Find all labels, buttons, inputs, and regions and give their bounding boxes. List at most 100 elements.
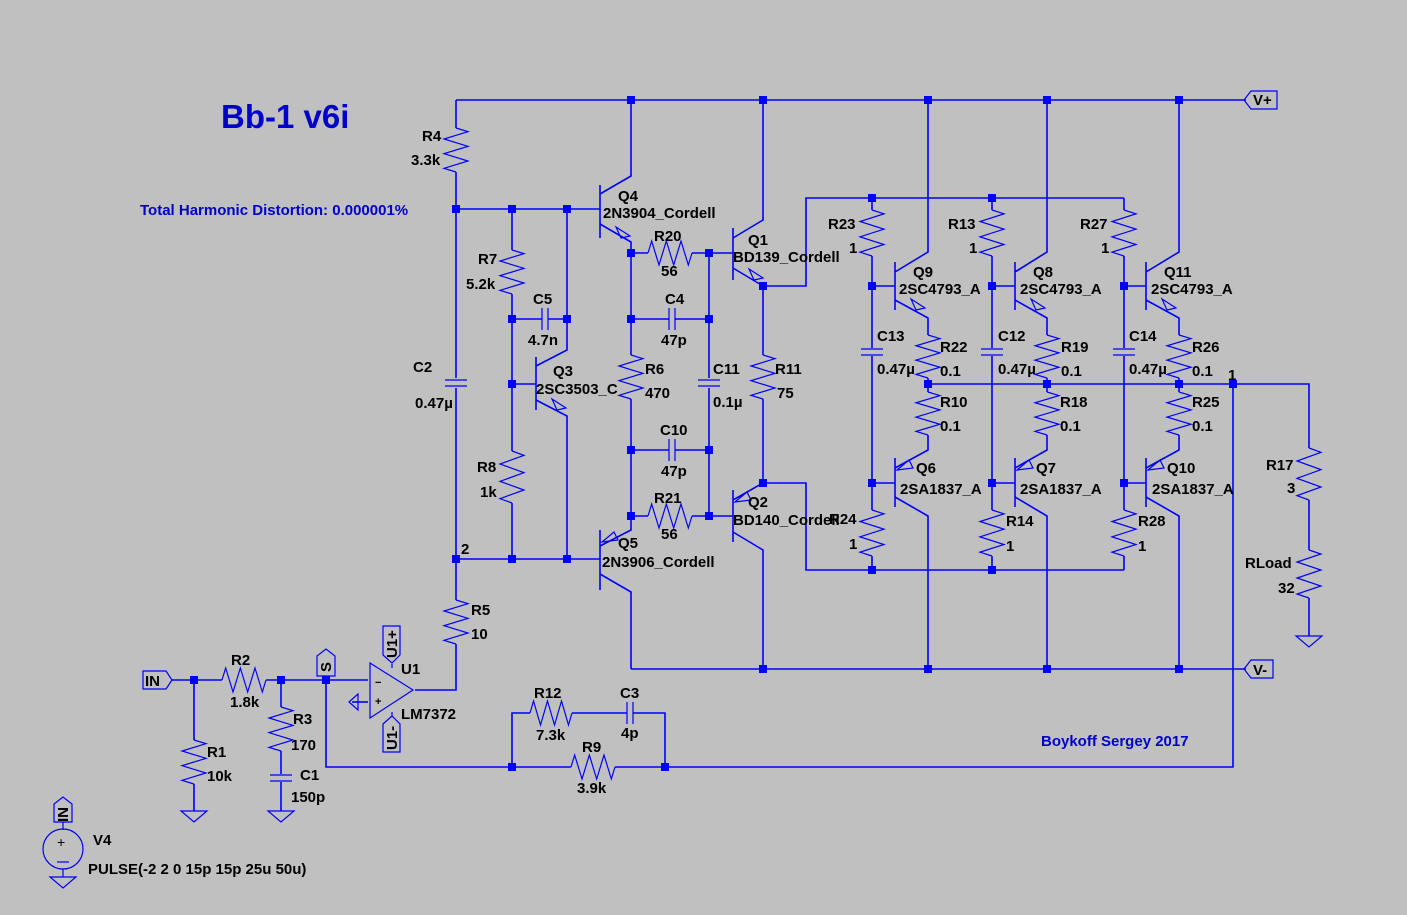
wire[interactable] [1145,100,1180,273]
wire[interactable] [732,267,764,355]
resistor-r9[interactable] [570,752,616,782]
resistor-r4[interactable] [441,127,471,173]
net-flag-vplus[interactable]: V+ [1243,90,1278,110]
resistor-r5[interactable] [441,599,471,645]
flag-outline [1243,90,1278,110]
resistor-r14[interactable] [978,509,1006,557]
net-flag-u1minus[interactable]: U1- [382,715,401,753]
transistor-q8[interactable] [1014,262,1047,311]
resistor-r12[interactable] [529,698,573,728]
resistor-r20[interactable] [647,238,693,268]
wire[interactable] [599,100,632,195]
net-flag-u1plus[interactable]: U1+ [382,625,401,664]
wire[interactable] [633,712,666,767]
wire[interactable] [732,399,764,501]
resistor-r25[interactable] [1164,391,1194,436]
wire[interactable] [732,531,764,669]
label-q11-model: 2SC4793_A [1151,281,1233,298]
wire[interactable] [1145,496,1180,669]
wire[interactable] [1145,299,1180,335]
capacitor-c2[interactable] [445,379,467,387]
wire[interactable] [763,197,1124,287]
capacitor-c14[interactable] [1113,348,1135,356]
wire[interactable] [1014,299,1048,335]
transistor-q2[interactable] [732,490,752,542]
wire-output-node[interactable] [928,383,1310,448]
capacitor-c11[interactable] [698,379,720,387]
junction-dot [705,315,713,323]
wire[interactable] [535,209,568,367]
capacitor-c4[interactable] [668,308,676,330]
resistor-r1[interactable] [179,739,209,785]
transistor-q4[interactable] [599,185,632,239]
wire[interactable] [599,399,632,547]
resistor-r11[interactable] [748,354,778,400]
resistor-zigzag [748,354,778,400]
transistor-q5[interactable] [599,530,619,590]
transistor-q1[interactable] [732,228,765,281]
resistor-r18[interactable] [1032,391,1062,436]
wire[interactable] [415,644,457,691]
wire[interactable] [763,482,1124,571]
resistor-r19[interactable] [1032,334,1062,379]
resistor-r6[interactable] [616,354,646,400]
capacitor-c13[interactable] [861,348,883,356]
wire[interactable] [1014,496,1048,669]
net-flag-label: IN [145,673,160,690]
resistor-r26[interactable] [1164,334,1194,379]
resistor-r8[interactable] [498,450,526,504]
transistor-q11[interactable] [1145,262,1178,311]
resistor-r3[interactable] [266,706,296,752]
net-flag-vminus[interactable]: V- [1243,659,1274,679]
junction-dot [868,479,876,487]
wire-feedback[interactable] [665,384,1234,768]
wire[interactable] [599,223,632,355]
wire[interactable] [894,496,929,669]
wire[interactable] [894,100,929,273]
opamp-u1[interactable]: − + U1 LM7372 [348,661,456,723]
resistor-r17[interactable] [1295,447,1323,501]
transistor-q9[interactable] [894,262,927,311]
wire[interactable] [894,299,929,335]
output-column-2 [991,100,1048,669]
capacitor-c3[interactable] [626,702,634,724]
wire[interactable] [732,100,764,239]
resistor-r13[interactable] [978,209,1006,257]
resistor-r22[interactable] [913,334,943,379]
transistor-q6[interactable] [894,458,914,507]
transistor-q3[interactable] [535,357,568,411]
capacitor-c1[interactable] [270,774,292,782]
label-q7-name: Q7 [1036,460,1056,477]
voltage-source-v4[interactable]: + V4 PULSE(-2 2 0 15p 15p 25u 50u) [42,822,306,878]
resistor-r21[interactable] [647,501,693,531]
wire[interactable] [511,712,530,767]
transistor-q7[interactable] [1014,458,1034,507]
resistor-r23[interactable] [858,209,886,257]
net-flag-v4-in[interactable]: IN [53,796,73,823]
capacitor-c5[interactable] [541,308,549,330]
resistor-r7[interactable] [497,249,527,295]
net-flag-in[interactable]: IN [142,670,173,690]
wire[interactable] [535,399,568,559]
resistor-r28[interactable] [1110,509,1138,557]
net-flag-s[interactable]: S [316,648,336,677]
label-r3-name: R3 [293,711,312,728]
wire[interactable] [325,680,571,768]
resistor-r24[interactable] [858,509,886,557]
transistor-q10[interactable] [1145,458,1165,507]
resistor-r2[interactable] [221,665,267,695]
resistor-r27[interactable] [1110,209,1138,257]
emitter-arrow-icon [1029,297,1047,311]
wire[interactable] [1014,100,1048,273]
label-q7-model: 2SA1837_A [1020,481,1102,498]
resistor-zigzag [221,665,267,695]
resistor-zigzag [616,354,646,400]
capacitor-c10[interactable] [668,439,676,461]
capacitor-c12[interactable] [981,348,1003,356]
author-annotation: Boykoff Sergey 2017 [1041,733,1189,750]
wire[interactable] [599,573,632,669]
label-q11-name: Q11 [1164,264,1192,281]
resistor-zigzag [858,209,886,257]
resistor-r10[interactable] [913,391,943,436]
resistor-rload[interactable] [1295,549,1323,599]
